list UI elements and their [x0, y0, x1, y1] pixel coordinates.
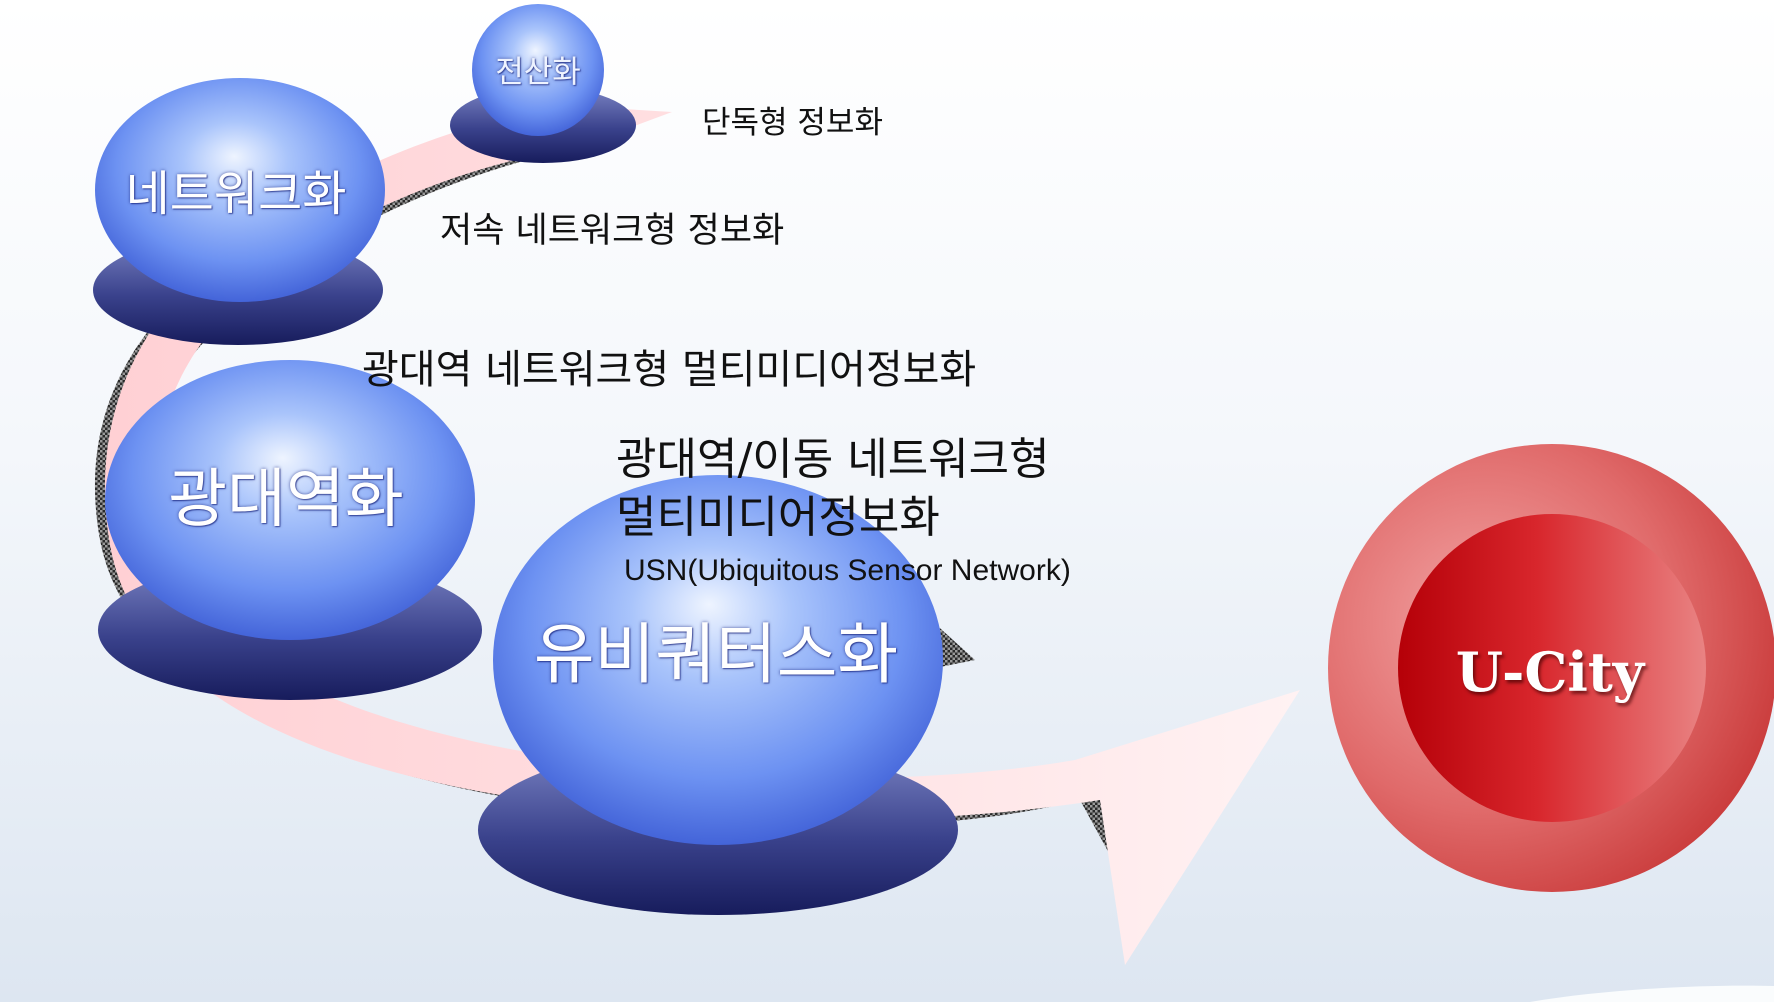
stage-title-ubiquitous: 유비쿼터스화	[533, 616, 899, 693]
ucity-inner-disc	[1398, 514, 1706, 822]
stage-title-computerization: 전산화	[495, 54, 581, 91]
desc-low-speed-network: 저속 네트워크형 정보화	[440, 211, 785, 251]
desc-mobile-line2: 멀티미디어정보화	[616, 492, 940, 543]
stage-broadband	[98, 360, 482, 700]
stage-ubiquitous	[478, 475, 958, 915]
stage-title-broadband: 광대역화	[168, 463, 404, 537]
path-ribbon	[104, 105, 1300, 965]
ucity-label: U-City	[1455, 640, 1645, 704]
desc-standalone: 단독형 정보화	[702, 105, 883, 141]
ucity-emblem	[1328, 444, 1774, 892]
stage-sphere	[95, 78, 385, 302]
stage-networking	[93, 78, 385, 345]
desc-mobile-line1: 광대역/이동 네트워크형	[616, 434, 1050, 485]
stage-sphere	[472, 4, 604, 136]
stage-sphere	[493, 475, 943, 845]
stage-title-networking: 네트워크화	[125, 166, 347, 222]
stage-sphere	[105, 360, 475, 640]
corner-swoosh	[1530, 985, 1774, 1002]
desc-broadband-network: 광대역 네트워크형 멀티미디어정보화	[362, 347, 977, 393]
stage-computerization	[450, 4, 636, 163]
desc-usn: USN(Ubiquitous Sensor Network)	[624, 554, 1071, 587]
